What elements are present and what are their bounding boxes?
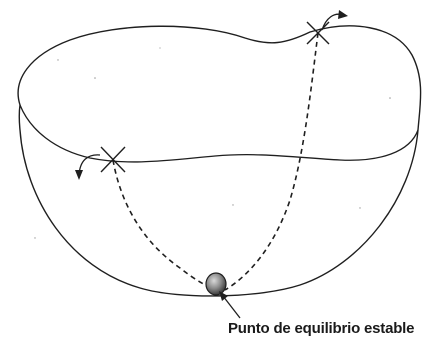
left-unstable-point-marker bbox=[101, 147, 125, 172]
scan-specks bbox=[34, 47, 391, 238]
right-trajectory-dashed bbox=[225, 33, 318, 290]
stable-equilibrium-label: Punto de equilibrio estable bbox=[228, 320, 414, 337]
bowl-outline bbox=[18, 26, 420, 296]
ball bbox=[206, 273, 226, 295]
right-unstable-point-marker bbox=[307, 22, 329, 44]
bowl-inner-rim bbox=[20, 105, 418, 162]
left-trajectory-dashed bbox=[113, 160, 220, 292]
